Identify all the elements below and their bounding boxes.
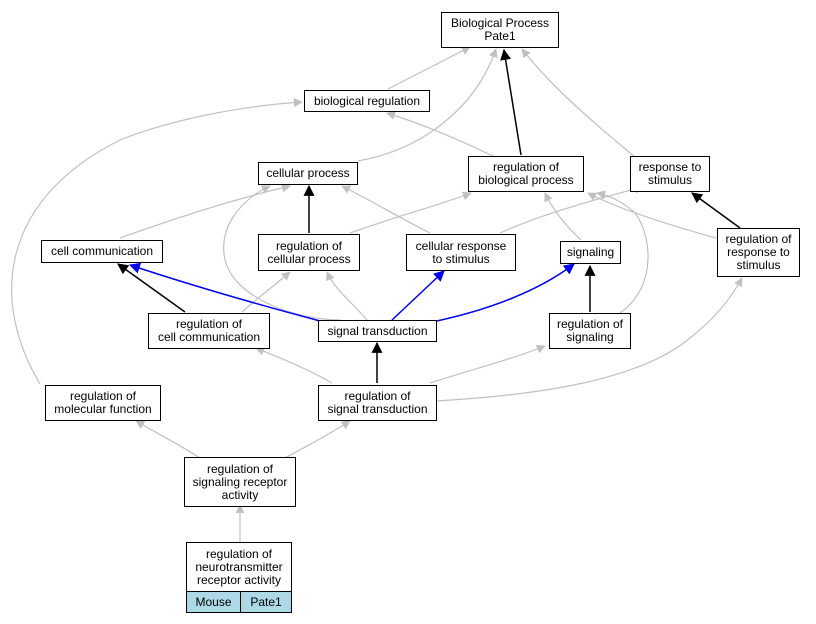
edge-regsigrec-regsigtrans bbox=[284, 420, 351, 459]
organism-tag: Mouse bbox=[186, 591, 241, 613]
node-response-to-stimulus[interactable]: response to stimulus bbox=[630, 156, 710, 192]
node-regulation-of-molecular-function[interactable]: regulation of molecular function bbox=[45, 385, 161, 421]
edge-regcomm-cellcomm bbox=[117, 263, 186, 313]
node-regulation-of-signaling[interactable]: regulation of signaling bbox=[549, 313, 631, 349]
edge-cellresp-resp bbox=[499, 184, 644, 234]
edge-sigtrans-cellcomm bbox=[128, 262, 321, 322]
edge-sigtrans-cellresp bbox=[391, 270, 445, 321]
edge-regsig-regbio bbox=[596, 190, 649, 314]
node-cellular-response-to-stimulus[interactable]: cellular response to stimulus bbox=[406, 234, 516, 271]
edge-sigtrans-signaling bbox=[431, 263, 575, 323]
edge-signaling-regbio bbox=[544, 192, 582, 241]
node-regulation-of-biological-process[interactable]: regulation of biological process bbox=[468, 156, 584, 192]
node-regulation-of-signal-transduction[interactable]: regulation of signal transduction bbox=[318, 385, 437, 421]
edge-regsigrec-regmol bbox=[135, 420, 201, 459]
edge-regsigtrans-regcomm bbox=[255, 346, 333, 384]
edge-regmol-bioreg bbox=[11, 98, 303, 385]
node-signal-transduction[interactable]: signal transduction bbox=[318, 320, 437, 342]
node-regulation-of-response-to-stimulus[interactable]: regulation of response to stimulus bbox=[717, 228, 800, 277]
edge-resp-bp bbox=[521, 48, 636, 158]
edge-cellproc-bp bbox=[357, 48, 498, 162]
edge-cellcomm-cellproc bbox=[119, 183, 291, 239]
edge-regbio-bioreg bbox=[386, 111, 496, 158]
node-regulation-of-signaling-receptor-activity[interactable]: regulation of signaling receptor activit… bbox=[184, 457, 296, 507]
node-regulation-of-neurotransmitter-receptor-activity[interactable]: regulation of neurotransmitter receptor … bbox=[186, 542, 292, 592]
edge-regsigtrans-regresp bbox=[435, 277, 743, 402]
node-biological-process[interactable]: Biological Process Pate1 bbox=[441, 12, 559, 48]
node-regulation-of-cellular-process[interactable]: regulation of cellular process bbox=[258, 234, 360, 271]
edge-regresp-regbio bbox=[587, 192, 717, 239]
edge-regbio-bp bbox=[500, 48, 522, 156]
edge-sigtrans-regcell bbox=[326, 271, 368, 321]
edge-regcomm-regcell bbox=[241, 271, 291, 313]
edge-cellresp-cellproc bbox=[341, 185, 431, 234]
edge-regcell-regbio bbox=[349, 191, 472, 234]
edge-regresp-resp bbox=[691, 192, 741, 229]
edge-regsigtrans-regsig bbox=[429, 344, 546, 384]
node-signaling[interactable]: signaling bbox=[560, 241, 621, 264]
node-cellular-process[interactable]: cellular process bbox=[258, 162, 358, 185]
node-cell-communication[interactable]: cell communication bbox=[41, 240, 163, 263]
gene-tag: Pate1 bbox=[240, 591, 292, 613]
node-regulation-of-cell-communication[interactable]: regulation of cell communication bbox=[148, 313, 270, 349]
edge-sigtrans-cellproc bbox=[223, 185, 341, 321]
node-biological-regulation[interactable]: biological regulation bbox=[304, 90, 430, 112]
edge-bioreg-bp bbox=[387, 46, 471, 90]
